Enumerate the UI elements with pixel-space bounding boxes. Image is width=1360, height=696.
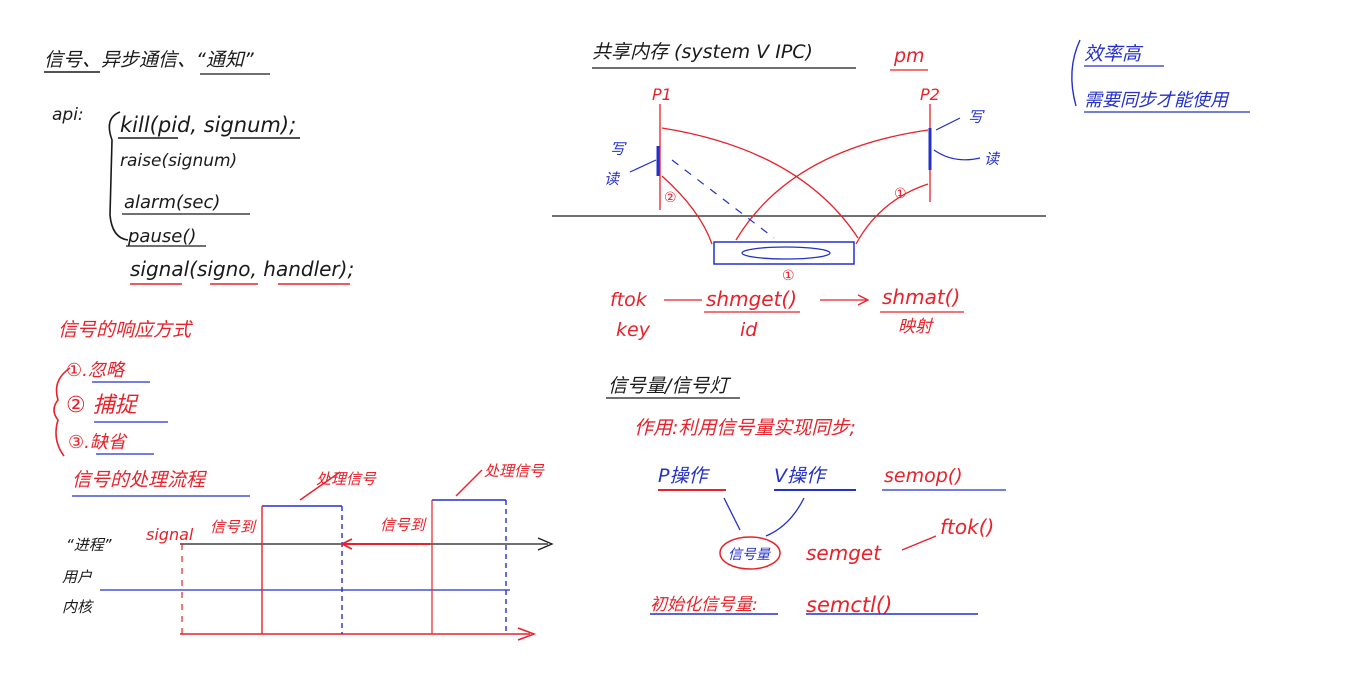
api-signal: signal(signo, handler); <box>130 257 354 281</box>
p2-write-arrow <box>935 117 961 131</box>
handling-catch: ② 捕捉 <box>66 393 139 418</box>
flow-user-label: 用户 <box>62 568 93 586</box>
flow-kernel-label: 内核 <box>62 598 94 616</box>
shm-key: key <box>616 319 651 341</box>
p2-write-label: 写 <box>968 108 985 126</box>
shm-data-ellipse <box>741 246 831 260</box>
shm-title: 共享内存 (system V IPC) <box>592 41 813 63</box>
p2-label: P2 <box>920 85 940 104</box>
flow-title: 信号的处理流程 <box>72 469 208 491</box>
notes-brace <box>1071 39 1081 107</box>
p1-cross-curve <box>661 127 859 239</box>
flow-signal-label: signal <box>146 525 194 544</box>
signal-flow-diagram: 处理信号 处理信号 signal 信号到 信号到 “进程” 用户 内核 <box>62 462 554 641</box>
step-a-label: ② <box>664 190 677 206</box>
flow-handler1-label: 处理信号 <box>316 470 377 488</box>
shm-shmget: shmget() <box>706 287 797 311</box>
handling-title: 信号的响应方式 <box>58 319 194 341</box>
step-c-label: ① <box>894 186 907 202</box>
handler2-pointer <box>455 469 483 497</box>
process-arrowhead <box>537 537 554 551</box>
signals-title: 信号、异步通信、“通知” <box>44 49 254 71</box>
p-op-arrow <box>723 497 741 531</box>
p1-label: P1 <box>652 85 672 104</box>
p2-to-shm-curve <box>855 183 929 245</box>
shared-memory-block <box>713 241 855 265</box>
p2-read-label: 读 <box>984 150 1001 168</box>
note-efficiency: 效率高 <box>1084 43 1144 65</box>
p1-read-label: 读 <box>604 170 621 188</box>
note-sync: 需要同步才能使用 <box>1084 90 1230 111</box>
flow-arrive2-label: 信号到 <box>380 516 427 534</box>
shmget-arrowhead <box>857 294 870 306</box>
shm-id: id <box>740 319 758 341</box>
kernel-arrowhead <box>517 627 537 641</box>
arrive2-arrowhead <box>340 538 353 550</box>
handler1-pointer <box>299 471 341 501</box>
api-pause: pause() <box>127 226 196 247</box>
sem-ftok: ftok() <box>940 515 994 539</box>
handling-default: ③.缺省 <box>68 432 128 453</box>
handling-ignore: ①.忽略 <box>66 360 126 381</box>
shm-section: 共享内存 (system V IPC) pm P1 P2 写 读 写 读 ② ①… <box>552 41 1046 341</box>
p1-write-label: 写 <box>610 140 627 158</box>
sem-purpose: 作用:利用信号量实现同步; <box>634 417 856 439</box>
write-dashed-arrow <box>671 159 775 239</box>
api-alarm: alarm(sec) <box>124 192 220 213</box>
sem-v-op: V操作 <box>774 465 828 487</box>
api-kill: kill(pid, signum); <box>120 113 296 137</box>
flow-arrive1-label: 信号到 <box>210 518 257 536</box>
sem-title: 信号量/信号灯 <box>608 375 731 397</box>
sem-semop: semop() <box>884 465 963 487</box>
v-op-arrow <box>765 497 805 537</box>
p2-cross-curve <box>735 129 929 241</box>
handling-brace <box>53 367 71 457</box>
sem-semget: semget <box>806 541 882 565</box>
flow-process-label: “进程” <box>66 536 112 554</box>
p1-to-shm-curve <box>661 175 713 245</box>
shm-ftok: ftok <box>610 289 648 311</box>
sem-semctl: semctl() <box>806 593 892 617</box>
shm-title-note: pm <box>893 45 925 67</box>
p2-read-arrow <box>933 149 981 161</box>
semaphore-section: 信号量/信号灯 作用:利用信号量实现同步; P操作 V操作 semop() 信号… <box>606 375 1006 617</box>
api-raise: raise(signum) <box>120 151 237 171</box>
sem-circle <box>719 536 781 570</box>
shm-mapping: 映射 <box>898 317 934 337</box>
step-b-label: ① <box>782 268 795 284</box>
notes-section: 效率高 需要同步才能使用 <box>1071 39 1250 113</box>
flow-handler2-label: 处理信号 <box>484 462 545 480</box>
shm-shmat: shmat() <box>882 285 960 309</box>
signals-section: 信号、异步通信、“通知” api: kill(pid, signum); rai… <box>44 49 554 641</box>
api-brace <box>108 111 129 241</box>
sem-init: 初始化信号量: <box>650 595 758 615</box>
sem-p-op: P操作 <box>658 465 710 487</box>
p1-read-arrow <box>629 159 657 173</box>
semget-arrow <box>901 535 937 551</box>
sem-circle-label: 信号量 <box>728 547 772 563</box>
api-label: api: <box>52 105 84 125</box>
